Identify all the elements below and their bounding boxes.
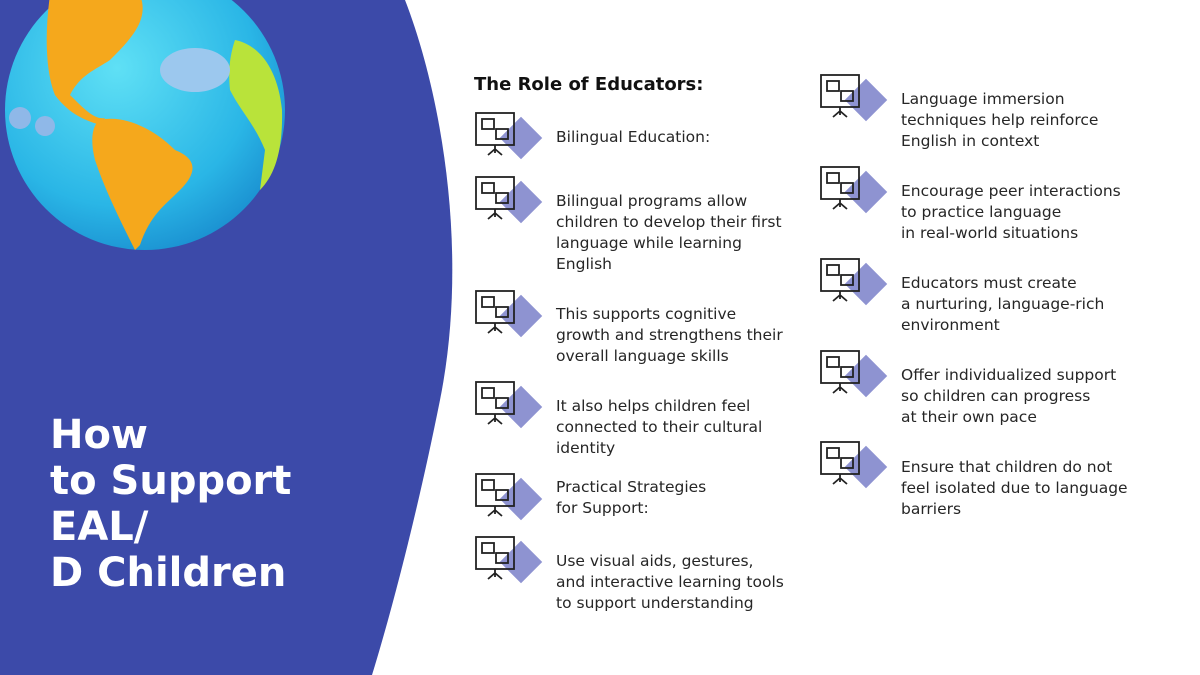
desk-learning-icon [474, 378, 544, 438]
item-text: Ensure that children do not feel isolate… [901, 458, 1128, 518]
item-text: It also helps children feel connected to… [556, 397, 763, 457]
speech-translate-icon [819, 438, 889, 498]
school-shop-icon [474, 287, 544, 347]
school-calendar-icon [819, 163, 889, 223]
item-text: Bilingual Education: [556, 128, 711, 146]
item-text: This supports cognitive growth and stren… [556, 305, 783, 365]
item-text: Encourage peer interactions to practice … [901, 182, 1121, 242]
globe-image [5, 0, 285, 250]
teacher-board-icon [474, 470, 544, 530]
title-line: EAL/ [50, 504, 149, 550]
school-flag-icon [819, 347, 889, 407]
item-text: Language immersion techniques help reinf… [901, 90, 1099, 150]
item-text: Practical Strategies for Support: [556, 478, 707, 517]
presentation-translate-icon [474, 109, 544, 169]
item-text: Educators must create a nurturing, langu… [901, 274, 1105, 334]
school-clock-icon [819, 255, 889, 315]
title-line: D Children [50, 550, 287, 596]
library-building-icon [474, 533, 544, 593]
teacher-language-icon [819, 71, 889, 131]
book-translate-icon [474, 173, 544, 233]
item-text: Offer individualized support so children… [901, 366, 1117, 426]
section-heading: The Role of Educators: [474, 74, 704, 95]
item-text: Bilingual programs allow children to dev… [556, 192, 782, 273]
title-line: How [50, 412, 148, 458]
slide-title: How to Support EAL/ D Children [50, 412, 370, 596]
title-line: to Support [50, 458, 292, 504]
item-text: Use visual aids, gestures, and interacti… [556, 552, 784, 612]
